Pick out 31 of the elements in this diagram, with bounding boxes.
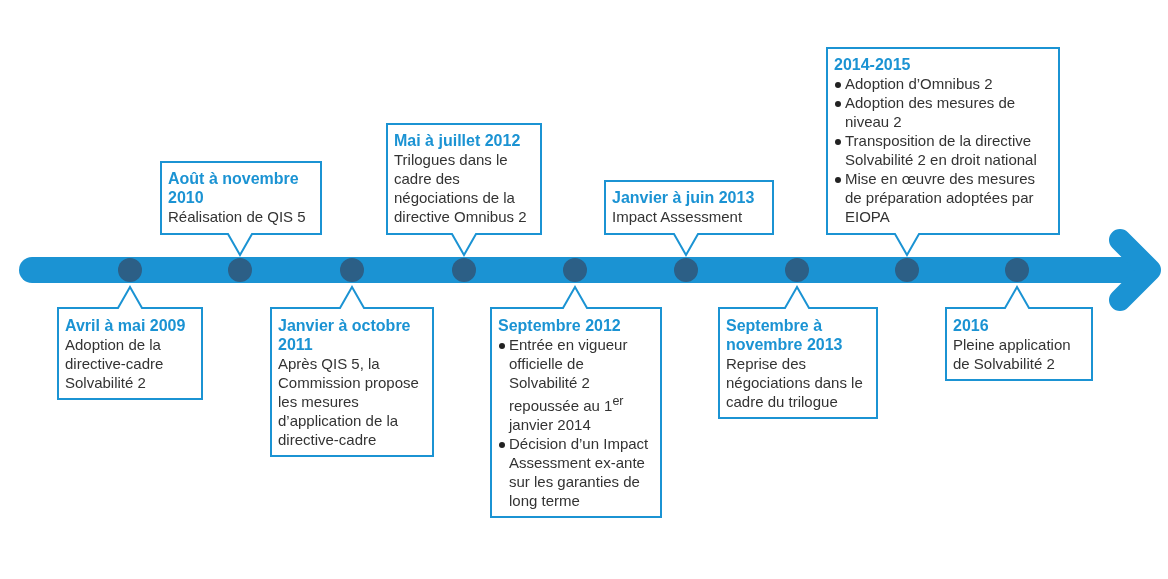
- callout-box: [718, 286, 878, 419]
- bullet-item: Mise en œuvre des mesures de préparation adoptées par EIOPA: [834, 169, 1052, 226]
- date-heading: Septembre 2012: [498, 316, 622, 335]
- callout-box: [604, 180, 774, 256]
- date-heading: 2016: [953, 316, 990, 335]
- date-heading: Septembre à novembre 2013: [726, 316, 844, 354]
- callout-box: [490, 286, 662, 518]
- bullet-item: Adoption d’Omnibus 2: [834, 74, 1052, 93]
- event-description: Trilogues dans le cadre des négociations de la directive Omnibus 2: [394, 150, 528, 226]
- callout-box: [270, 286, 434, 457]
- callout-box: [945, 286, 1093, 381]
- bullet-item: Adoption des mesures de niveau 2: [834, 93, 1052, 131]
- event-description: Pleine application de Solvabilité 2: [953, 335, 1072, 373]
- callout-box: [57, 286, 203, 400]
- bullet-item: Entrée en vigueur officielle de Solvabilité 2 repoussée au 1$^{er}$ janvier 2014: [498, 335, 654, 434]
- date-heading: Janvier à octobre 2011: [278, 316, 412, 354]
- event-description: Après QIS 5, la Commission propose les mesures d’application de la directive-cadre: [278, 354, 420, 449]
- bullet-item: Décision d’un Impact Assessment ex-ante sur les garanties de long terme: [498, 434, 654, 510]
- event-description: Adoption de la directive-cadre Solvabilité 2: [65, 335, 165, 392]
- event-description: Impact Assessment: [612, 207, 744, 226]
- date-heading: 2014-2015: [834, 55, 912, 74]
- date-heading: Août à novembre 2010: [168, 169, 300, 207]
- callout-box: [826, 47, 1060, 256]
- bullet-item: Transposition de la directive Solvabilité 2 en droit national: [834, 131, 1052, 169]
- date-heading: Janvier à juin 2013: [612, 188, 756, 207]
- event-description: Reprise des négociations dans le cadre du trilogue: [726, 354, 864, 411]
- callout-box: [160, 161, 322, 256]
- date-heading: Avril à mai 2009: [65, 316, 187, 335]
- event-description: Réalisation de QIS 5: [168, 207, 307, 226]
- callout-box: [386, 123, 542, 256]
- date-heading: Mai à juillet 2012: [394, 131, 522, 150]
